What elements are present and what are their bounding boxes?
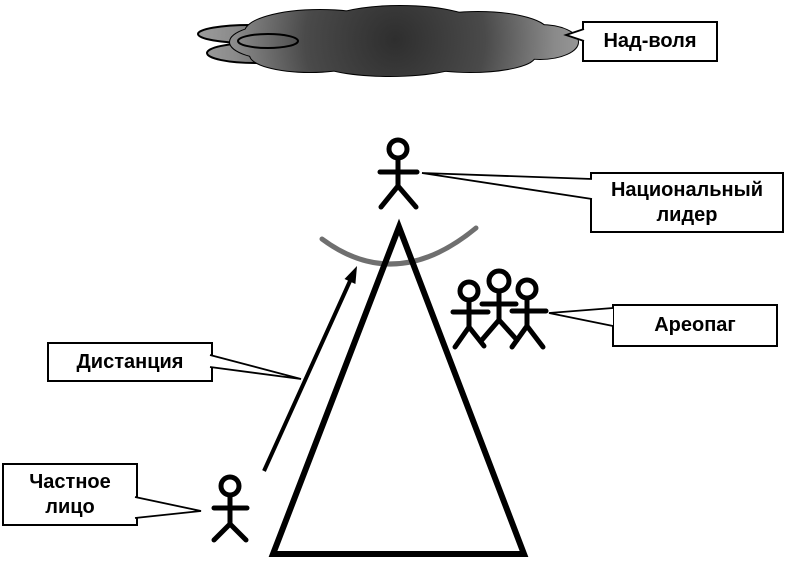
- private-figure-icon: [211, 474, 250, 543]
- callout-pointer-areopag: [548, 307, 614, 327]
- distance-arrow-icon: [262, 266, 357, 472]
- national-leader-label: Национальный лидер: [590, 172, 784, 233]
- private-person-label: Частное лицо: [2, 463, 138, 526]
- callout-pointer-distance: [209, 354, 302, 380]
- nad-volya-label-text: Над-воля: [603, 30, 697, 52]
- distance-label-text: Дистанция: [76, 350, 184, 373]
- areopag-label: Ареопаг: [612, 304, 778, 347]
- cloud-curl-detail: [237, 33, 299, 49]
- national-leader-label-line1: Национальный: [610, 178, 764, 201]
- distance-label: Дистанция: [47, 342, 213, 382]
- leader-figure-icon: [377, 137, 420, 210]
- private-person-label-line2: лицо: [45, 495, 95, 518]
- cloud-icon: [197, 5, 579, 77]
- areopag-label-text: Ареопаг: [654, 314, 736, 336]
- areopag-figures-icon: [450, 268, 549, 350]
- threshold-arc: [319, 225, 479, 267]
- nad-volya-label: Над-воля: [582, 21, 718, 62]
- callout-pointer-private: [134, 496, 202, 519]
- callout-pointer-leader: [421, 172, 593, 200]
- pyramid-triangle-shape: [268, 218, 529, 557]
- national-leader-label-line2: лидер: [656, 203, 718, 226]
- private-person-label-line1: Частное: [29, 470, 111, 493]
- pyramid-fill: [273, 227, 524, 554]
